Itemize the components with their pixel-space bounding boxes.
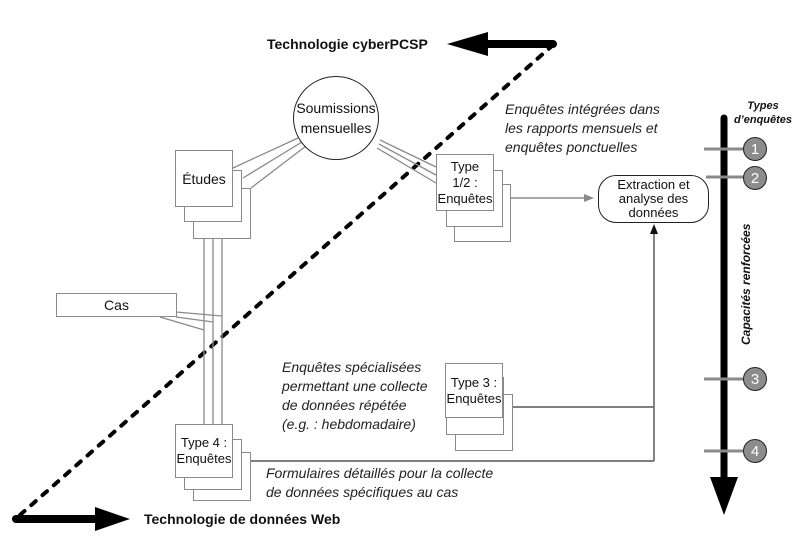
studies-node: Études bbox=[175, 150, 233, 207]
type3-description-line: (e.g. : hebdomadaire) bbox=[282, 416, 416, 432]
survey-type-marker-4: 4 bbox=[743, 439, 767, 463]
extraction-analysis-node: Extraction et analyse des données bbox=[598, 175, 709, 223]
extraction-label-3: données bbox=[628, 205, 679, 220]
type12-description: Enquêtes intégrées dans les rapports men… bbox=[505, 100, 660, 157]
type4-surveys-node: Type 4 : Enquêtes bbox=[175, 424, 233, 478]
monthly-submissions-label-1: Soumissions bbox=[296, 100, 376, 116]
arrow-cyberpcsp bbox=[447, 32, 557, 56]
type4-description-line: Formulaires détaillés pour la collecte bbox=[266, 465, 494, 481]
connector-type3-type4-extraction bbox=[241, 224, 658, 462]
type12-surveys-node: Type 1/2 : Enquêtes bbox=[436, 154, 494, 211]
scale-ticks bbox=[704, 147, 746, 453]
connector-type12-extraction bbox=[503, 194, 594, 202]
type12-label-1: Type bbox=[450, 158, 480, 174]
survey-types-title-1: Types bbox=[747, 100, 779, 112]
web-data-technology-label: Technologie de données Web bbox=[144, 511, 341, 527]
type3-description-line: de données répétée bbox=[282, 397, 407, 413]
type4-label-1: Type 4 : bbox=[180, 435, 228, 450]
survey-types-title-2: d’enquêtes bbox=[733, 114, 792, 126]
connector-submissions-type12 bbox=[376, 139, 437, 184]
type12-description-line: les rapports mensuels et bbox=[505, 120, 658, 136]
type4-label-2: Enquêtes bbox=[176, 451, 232, 466]
type3-label-2: Enquêtes bbox=[446, 390, 502, 406]
cases-node: Cas bbox=[56, 293, 177, 317]
studies-label: Études bbox=[182, 170, 226, 187]
type4-description: Formulaires détaillés pour la collecte d… bbox=[266, 464, 493, 502]
extraction-label-1: Extraction et bbox=[617, 177, 690, 192]
monthly-submissions-label-2: mensuelles bbox=[300, 120, 372, 136]
type12-label-2: 1/2 : bbox=[452, 174, 478, 190]
type12-description-line: Enquêtes intégrées dans bbox=[505, 101, 660, 117]
type3-description-line: Enquêtes spécialisées bbox=[282, 359, 422, 375]
extraction-label-2: analyse des bbox=[618, 191, 689, 206]
technology-divider-line bbox=[18, 43, 555, 517]
cyberpcsp-technology-label: Technologie cyberPCSP bbox=[267, 36, 428, 52]
capacity-scale-arrow bbox=[710, 114, 738, 515]
type3-surveys-node: Type 3 : Enquêtes bbox=[445, 363, 503, 418]
connector-submissions-studies bbox=[232, 137, 307, 189]
type3-description-line: permettant une collecte bbox=[282, 378, 428, 394]
survey-type-marker-1: 1 bbox=[743, 137, 767, 161]
type3-description: Enquêtes spécialisées permettant une col… bbox=[282, 358, 428, 434]
survey-type-marker-3: 3 bbox=[743, 367, 767, 391]
type12-description-line: enquêtes ponctuelles bbox=[505, 139, 638, 155]
type12-label-3: Enquêtes bbox=[437, 190, 493, 206]
arrow-web-data bbox=[12, 507, 130, 531]
survey-types-title: Types d’enquêtes bbox=[733, 99, 792, 127]
type4-description-line: de données spécifiques au cas bbox=[266, 484, 459, 500]
survey-type-marker-2: 2 bbox=[743, 166, 767, 190]
capacity-axis-label: Capacités renforcées bbox=[739, 223, 753, 345]
cases-label: Cas bbox=[104, 297, 129, 313]
type3-label-1: Type 3 : bbox=[450, 374, 498, 390]
connector-cases bbox=[159, 311, 223, 331]
monthly-submissions-node: Soumissions mensuelles bbox=[293, 76, 379, 160]
